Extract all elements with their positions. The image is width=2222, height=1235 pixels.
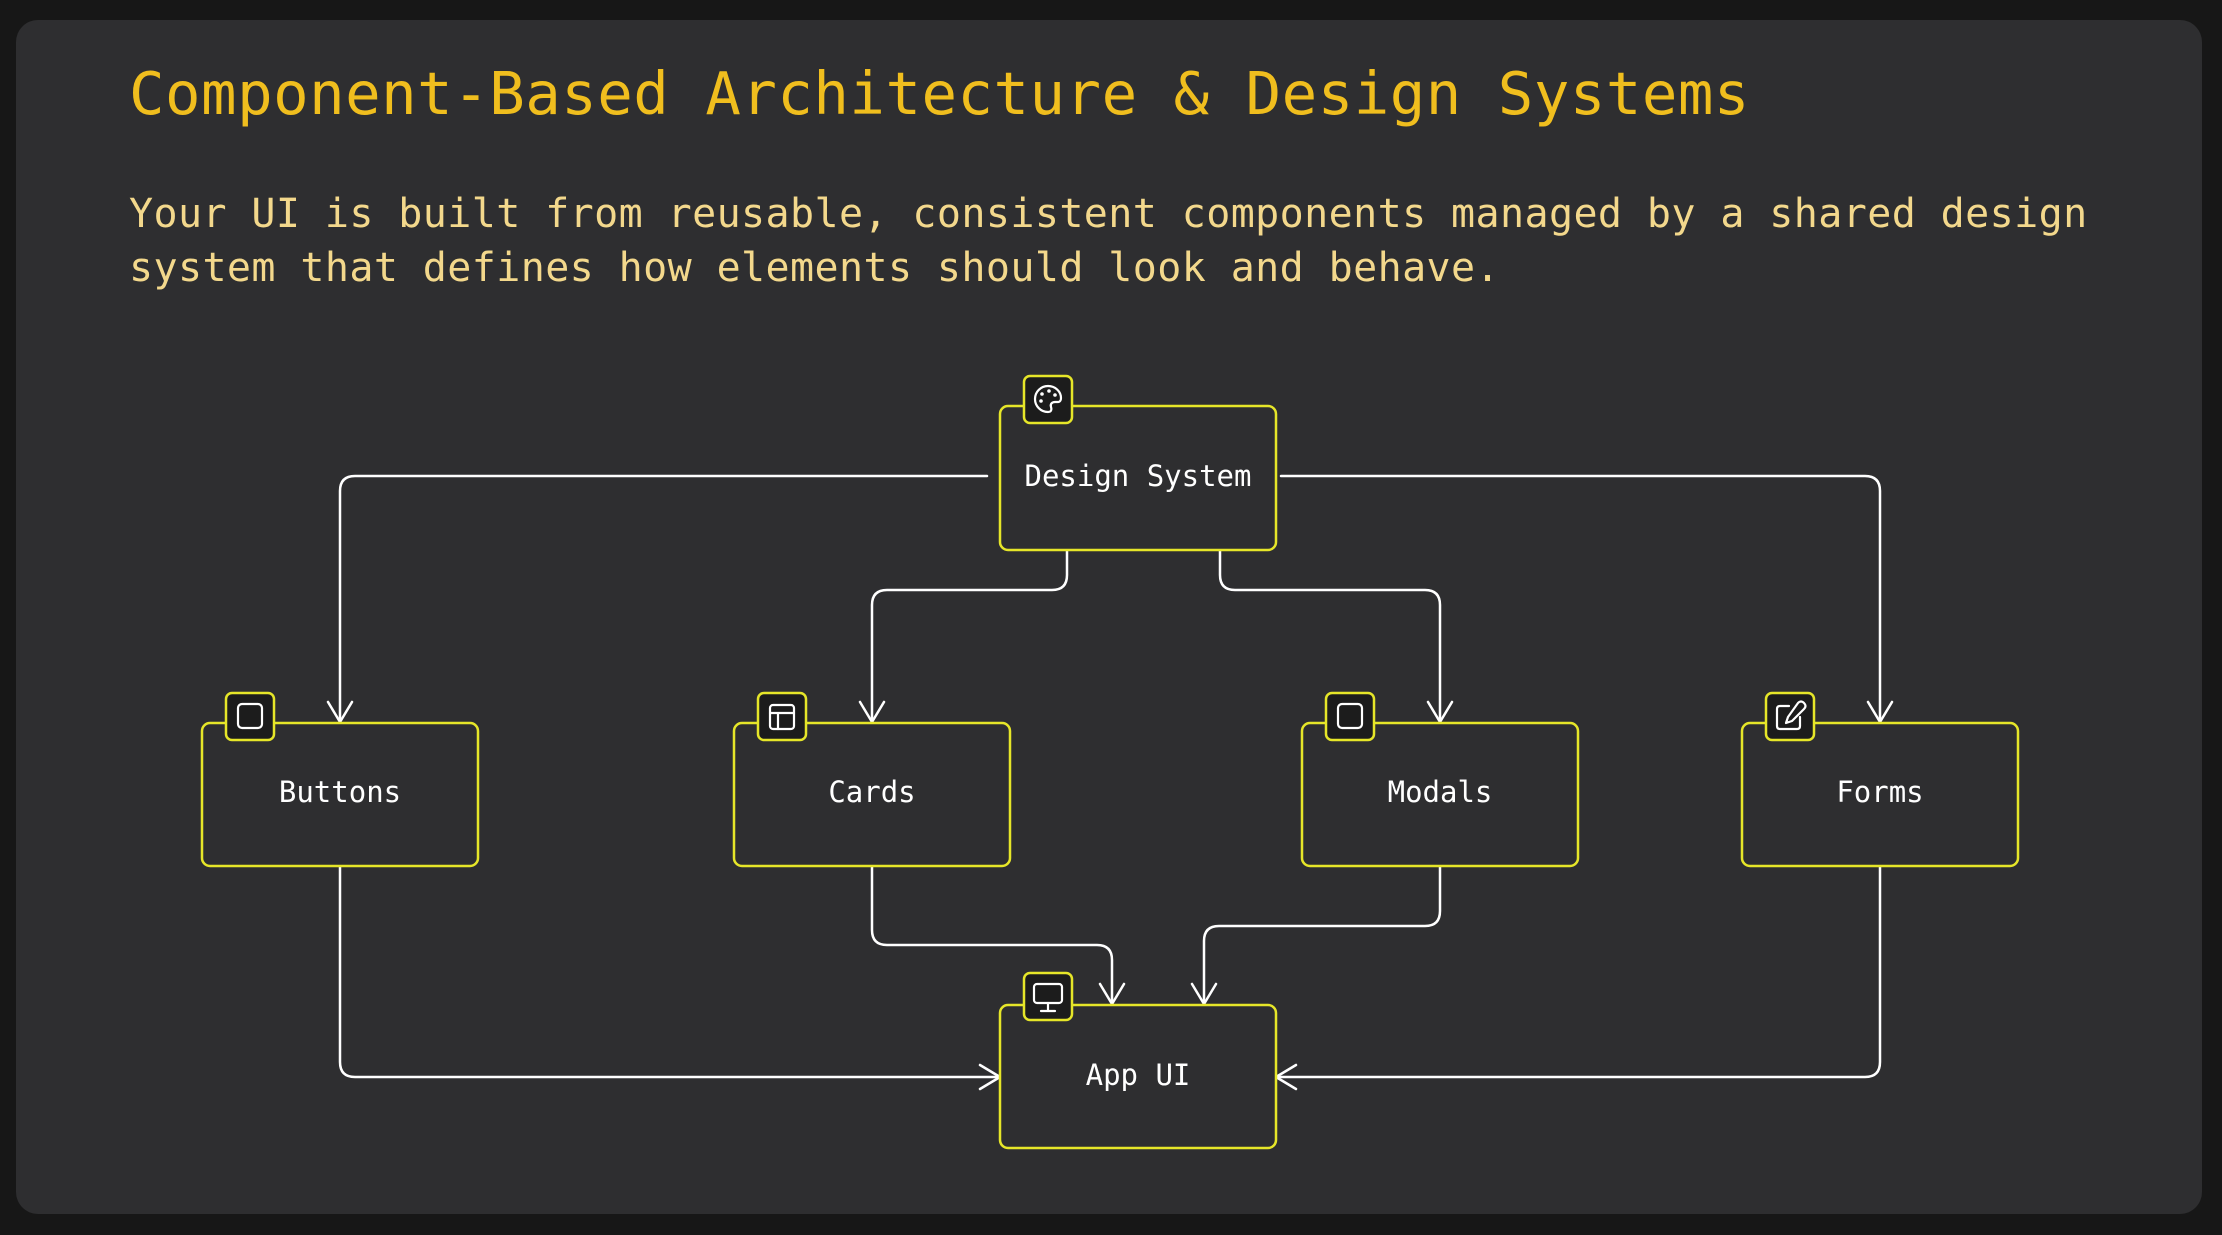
node-modals: Modals (1300, 691, 1580, 868)
node-box (732, 721, 1012, 868)
node-cards: Cards (732, 691, 1012, 868)
node-label-app-ui: App UI (1086, 1058, 1191, 1092)
node-label-forms: Forms (1836, 775, 1923, 809)
square-icon (1324, 691, 1376, 742)
node-forms: Forms (1740, 691, 2020, 868)
edge-design-system-cards (870, 549, 1069, 724)
slide-subtitle: Your UI is built from reusable, consiste… (129, 191, 2088, 291)
layout-icon (756, 691, 808, 742)
edge-cards-app-ui (870, 865, 1114, 1006)
edge-design-system-buttons (338, 474, 989, 724)
monitor-icon (1022, 971, 1074, 1022)
node-buttons: Buttons (200, 691, 480, 868)
edge-forms-app-ui (1274, 865, 1882, 1079)
edge-design-system-modals (1218, 549, 1442, 724)
node-box (200, 721, 480, 868)
palette-icon (1022, 374, 1074, 425)
slide-title: Component-Based Architecture & Design Sy… (129, 59, 1750, 128)
edit-icon (1764, 691, 1816, 742)
node-box (998, 1003, 1278, 1150)
edge-design-system-forms (1279, 474, 1882, 724)
node-label-modals: Modals (1388, 775, 1493, 809)
node-app-ui: App UI (998, 971, 1278, 1150)
node-label-buttons: Buttons (279, 775, 401, 809)
node-label-cards: Cards (828, 775, 915, 809)
node-box (1300, 721, 1580, 868)
diagram-edges (326, 474, 1894, 1091)
edge-modals-app-ui (1202, 865, 1442, 1006)
node-box (998, 404, 1278, 552)
edge-buttons-app-ui (338, 865, 1002, 1079)
square-icon (224, 691, 276, 742)
node-box (1740, 721, 2020, 868)
node-design-system: Design System (998, 374, 1278, 552)
node-label-design-system: Design System (1025, 459, 1252, 493)
